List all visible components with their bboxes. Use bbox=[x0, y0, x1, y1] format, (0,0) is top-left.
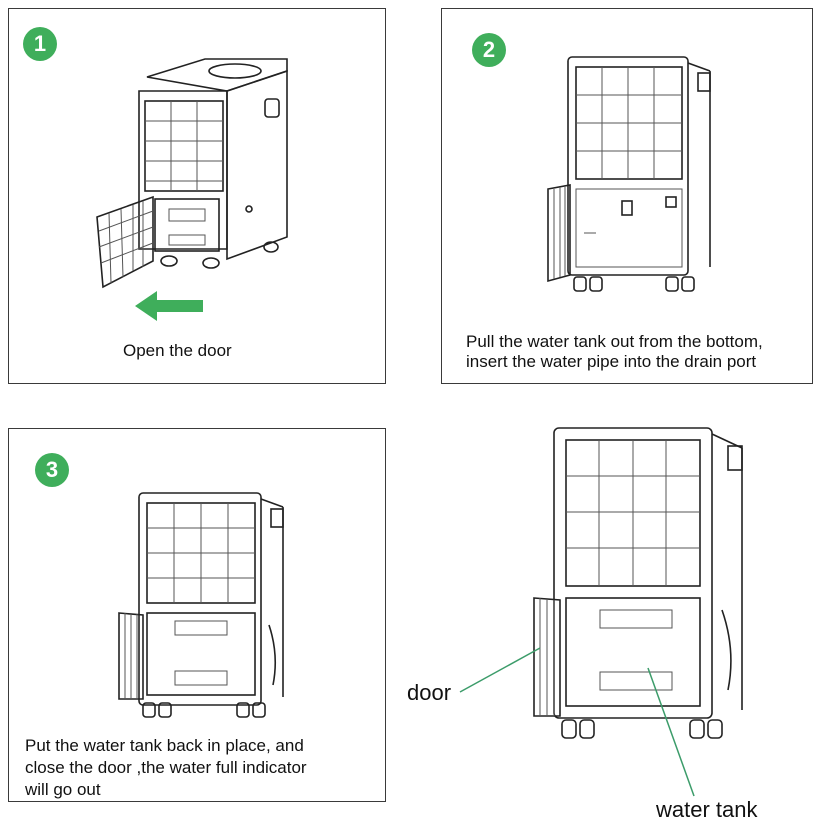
step-2-caption-line-2: insert the water pipe into the drain por… bbox=[466, 352, 757, 371]
step-3-caption-line-2: close the door ,the water full indicator bbox=[25, 758, 307, 777]
dehumidifier-door-open-illustration bbox=[96, 58, 288, 289]
door-label: door bbox=[407, 680, 452, 705]
dehumidifier-drain-illustration bbox=[547, 56, 711, 292]
step-3-badge: 3 bbox=[35, 453, 69, 487]
water-tank-label: water tank bbox=[656, 797, 758, 822]
step-1-panel: 1 Open t bbox=[8, 8, 386, 384]
pull-direction-arrow bbox=[135, 291, 203, 321]
step-1-caption: Open the door bbox=[123, 341, 232, 360]
step-3-caption-line-1: Put the water tank back in place, and bbox=[25, 736, 304, 755]
dehumidifier-labeled-illustration bbox=[533, 427, 743, 739]
step-3-caption-line-3: will go out bbox=[25, 780, 101, 799]
step-3-panel: 3 Put the water tank back in place, and … bbox=[8, 428, 386, 802]
step-2-caption-line-1: Pull the water tank out from the bottom, bbox=[466, 332, 763, 351]
dehumidifier-tank-reinserted-illustration bbox=[118, 492, 284, 718]
step-2-panel: 2 Pull the water tank out from the botto… bbox=[441, 8, 813, 384]
step-1-badge: 1 bbox=[23, 27, 57, 61]
step-2-badge: 2 bbox=[472, 33, 506, 67]
